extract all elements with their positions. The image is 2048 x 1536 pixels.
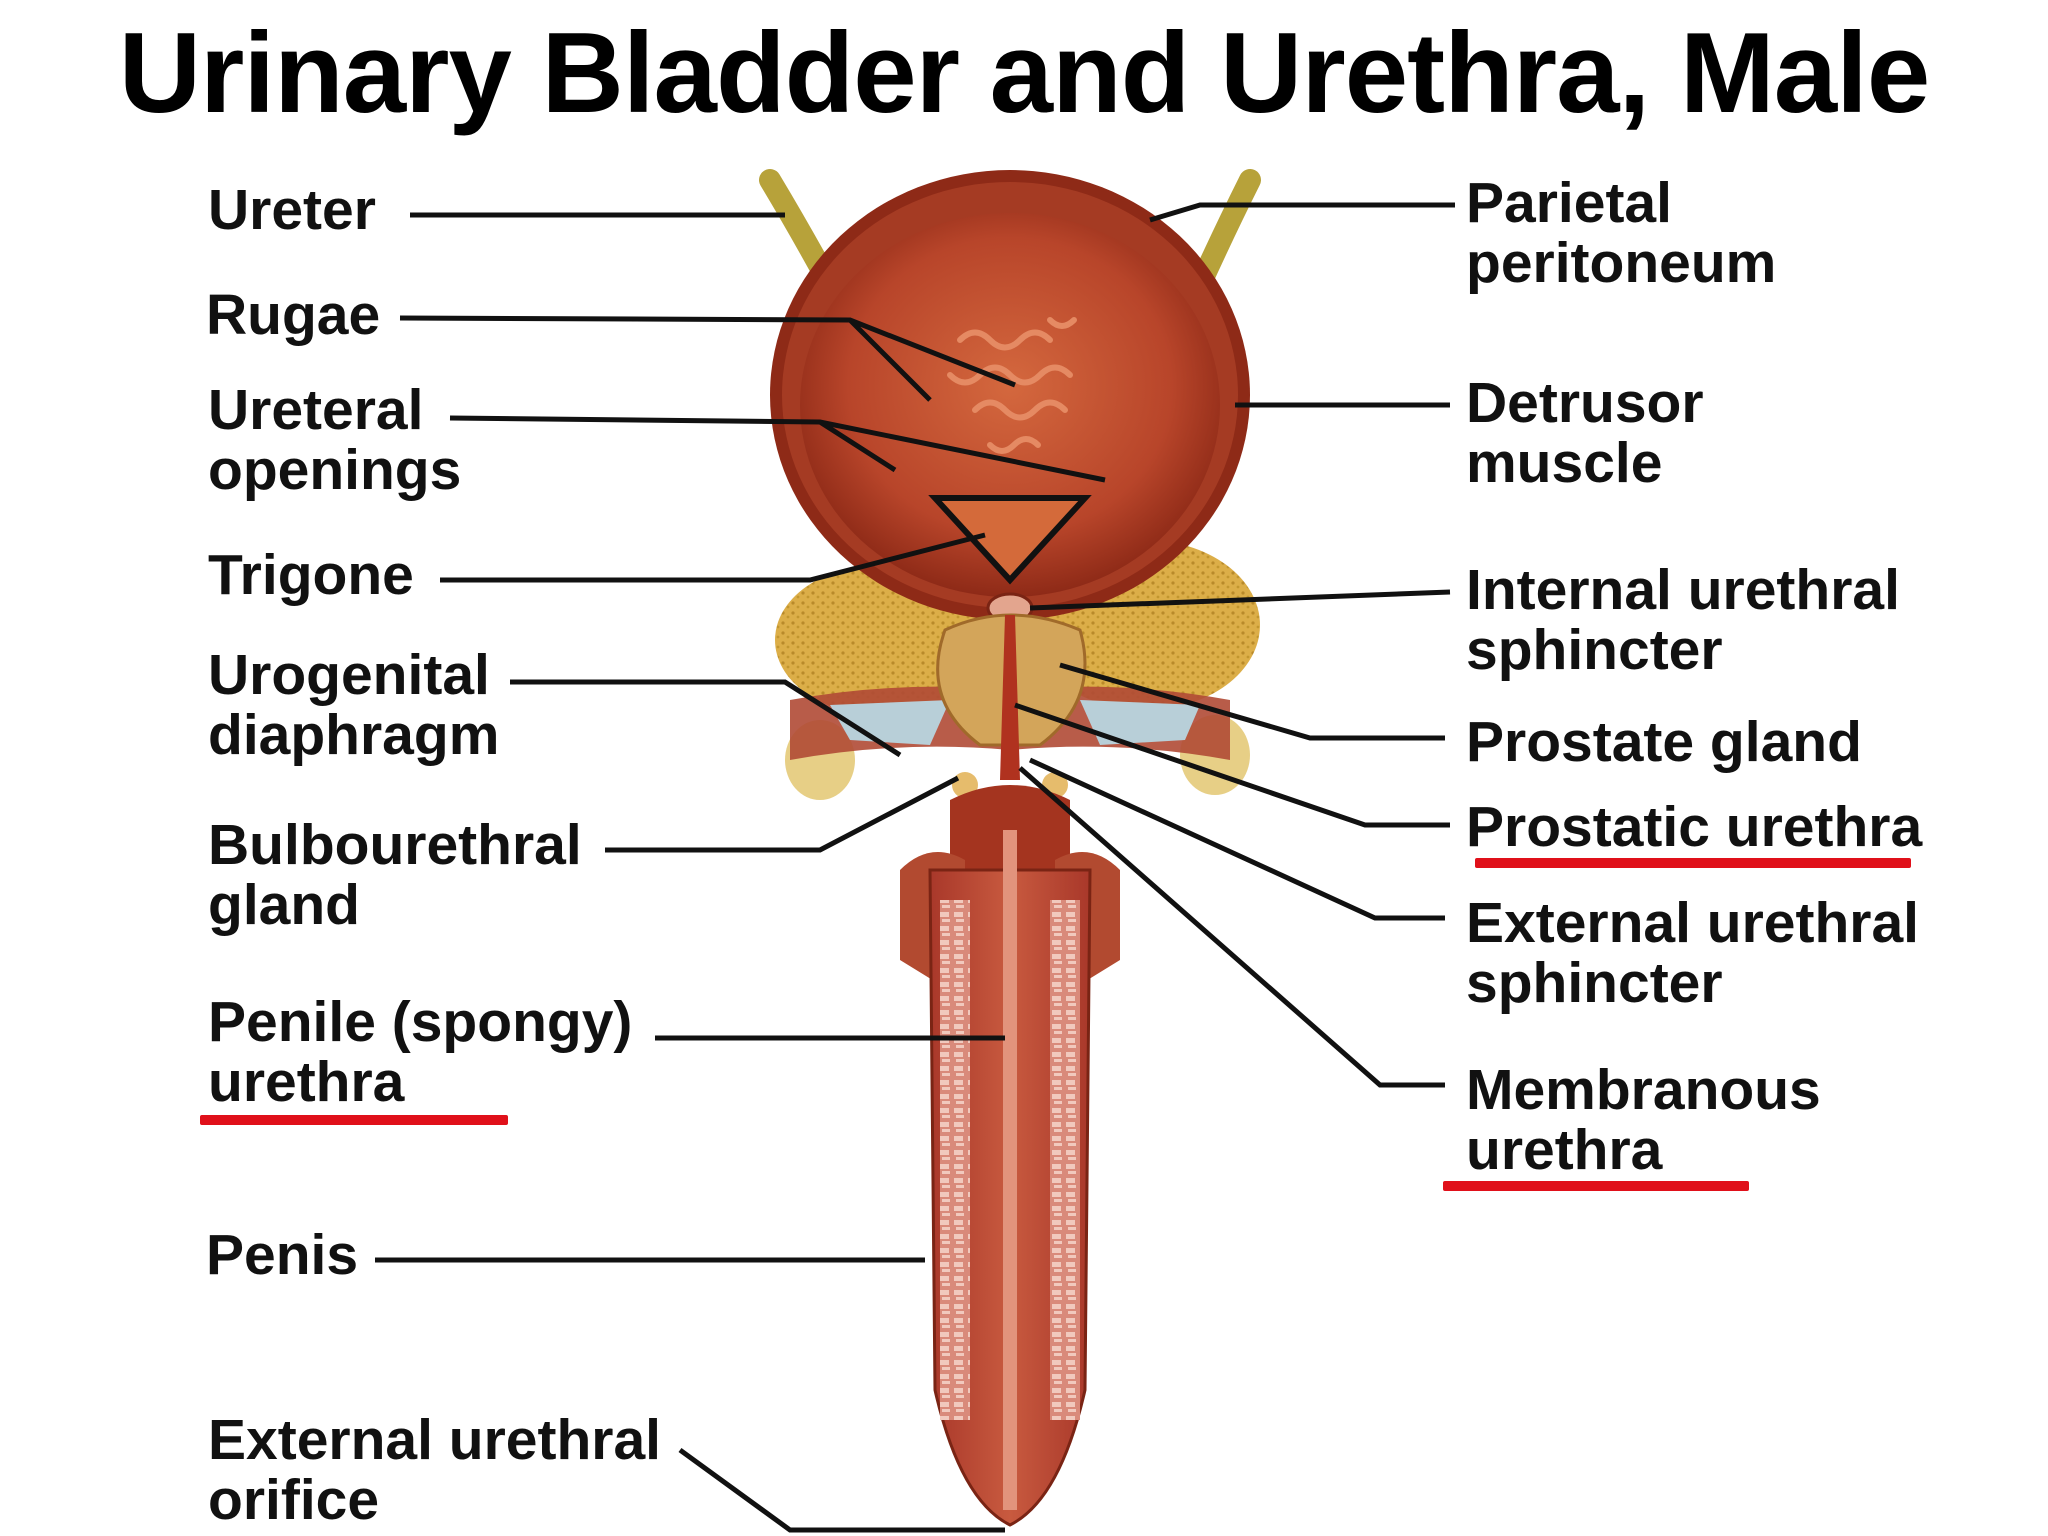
label-detrusor-line1: Detrusor [1466, 371, 1704, 435]
label-external-urethral-sphincter: External urethral sphincter [1466, 893, 1919, 1013]
diaphragm-membrane-right [1080, 700, 1200, 745]
leader-external-sphincter [1028, 757, 1445, 921]
leader-parietal [1149, 202, 1455, 223]
penile-urethra-channel [1003, 830, 1017, 1510]
leader-urogenital-diaphragm [510, 679, 902, 758]
label-penile-urethra: Penile (spongy) urethra [208, 992, 632, 1112]
label-urogenital-diaphragm: Urogenital diaphragm [208, 645, 499, 765]
prostate [936, 613, 1087, 798]
label-urogenital-line1: Urogenital [208, 643, 490, 707]
leader-orifice [678, 1447, 1005, 1533]
leader-lines [375, 202, 1455, 1533]
leader-membranous-urethra [1018, 766, 1445, 1088]
label-ureteral-openings-line2: openings [208, 438, 462, 502]
leader-trigone [440, 532, 986, 583]
label-orifice-line2: orifice [208, 1468, 380, 1532]
label-external-sphincter-line2: sphincter [1466, 951, 1723, 1015]
label-penile-line1: Penile (spongy) [208, 990, 633, 1054]
label-membranous-line1: Membranous [1466, 1058, 1821, 1122]
penis-shape [900, 785, 1120, 1527]
label-internal-urethral-sphincter: Internal urethral sphincter [1466, 560, 1900, 680]
label-membranous-line2: urethra [1466, 1118, 1663, 1182]
bladder-interior [800, 213, 1220, 597]
label-detrusor-muscle: Detrusor muscle [1466, 373, 1704, 493]
leader-rugae [399, 315, 1016, 402]
label-ureteral-openings-line1: Ureteral [208, 378, 424, 442]
label-trigone: Trigone [208, 543, 414, 607]
page-title: Urinary Bladder and Urethra, Male [118, 10, 1931, 137]
label-ureteral-openings: Ureteral openings [208, 380, 461, 500]
underline-penile-urethra [200, 1115, 508, 1125]
label-internal-line1: Internal urethral [1466, 558, 1900, 622]
label-ureter: Ureter [208, 178, 376, 242]
leader-prostatic-urethra [1014, 702, 1450, 828]
prostatic-urethra-channel [1000, 615, 1020, 780]
label-penile-line2: urethra [208, 1050, 405, 1114]
label-parietal-line2: peritoneum [1466, 231, 1777, 295]
diaphragm-membrane [830, 700, 950, 745]
label-bulbourethral-line2: gland [208, 873, 360, 937]
label-internal-line2: sphincter [1466, 618, 1723, 682]
label-external-sphincter-line1: External urethral [1466, 891, 1919, 955]
left-spongy-tissue [940, 900, 970, 1420]
label-parietal-line1: Parietal [1466, 171, 1672, 235]
leader-bulbourethral [605, 775, 960, 853]
bladder [770, 170, 1250, 624]
label-bulbourethral-gland: Bulbourethral gland [208, 815, 582, 935]
leader-prostate-gland [1059, 662, 1445, 741]
label-membranous-urethra: Membranous urethra [1466, 1060, 1821, 1180]
underline-membranous-urethra [1443, 1181, 1749, 1191]
label-penis: Penis [206, 1223, 359, 1287]
label-external-urethral-orifice: External urethral orifice [208, 1410, 661, 1530]
label-orifice-line1: External urethral [208, 1408, 661, 1472]
leader-ureteral-openings [449, 415, 1106, 483]
label-urogenital-line2: diaphragm [208, 703, 500, 767]
rugae-folds [947, 317, 1077, 454]
leader-internal-sphincter [1029, 589, 1451, 611]
label-prostatic-urethra: Prostatic urethra [1466, 795, 1923, 859]
label-prostate-gland: Prostate gland [1466, 710, 1862, 774]
right-spongy-tissue [1050, 900, 1080, 1420]
underline-prostatic-urethra [1475, 858, 1911, 868]
label-detrusor-line2: muscle [1466, 431, 1663, 495]
label-parietal-peritoneum: Parietal peritoneum [1466, 173, 1776, 293]
label-rugae: Rugae [206, 283, 381, 347]
label-bulbourethral-line1: Bulbourethral [208, 813, 582, 877]
